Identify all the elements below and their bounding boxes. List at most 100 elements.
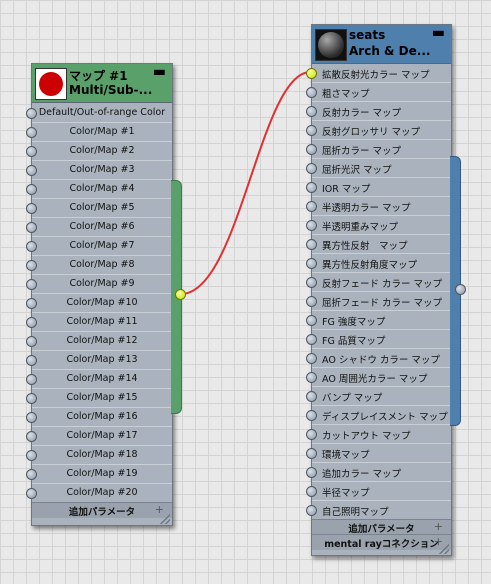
input-slot-row[interactable]: Default/Out-of-range Color <box>26 104 172 123</box>
node-header[interactable]: マップ #1 Multi/Sub-... ▬ <box>32 64 172 103</box>
input-slot-row[interactable]: Color/Map #4 <box>26 180 172 199</box>
input-slot-row[interactable]: 反射カラー マップ <box>306 102 451 121</box>
input-socket[interactable] <box>306 372 317 383</box>
input-slot-row[interactable]: Color/Map #7 <box>26 237 172 256</box>
resize-handle-icon[interactable] <box>160 514 170 524</box>
input-slot-row[interactable]: IOR マップ <box>306 178 451 197</box>
input-slot-row[interactable]: 反射グロッサリ マップ <box>306 121 451 140</box>
input-slot-row[interactable]: Color/Map #20 <box>26 484 172 503</box>
input-socket[interactable] <box>306 87 317 98</box>
input-slot-row[interactable]: AO シャドウ カラー マップ <box>306 349 451 368</box>
input-socket[interactable] <box>26 184 37 195</box>
arch-design-material-node[interactable]: seats Arch & De... ▬ 拡散反射光カラー マップ粗さマップ反射… <box>306 24 452 556</box>
input-socket[interactable] <box>306 448 317 459</box>
input-socket[interactable] <box>306 220 317 231</box>
input-socket[interactable] <box>26 298 37 309</box>
input-slot-row[interactable]: 半径マップ <box>306 482 451 501</box>
input-slot-row[interactable]: Color/Map #1 <box>26 123 172 142</box>
input-slot-row[interactable]: Color/Map #6 <box>26 218 172 237</box>
expand-icon[interactable]: + <box>433 520 443 533</box>
input-socket[interactable] <box>26 393 37 404</box>
input-slot-row[interactable]: Color/Map #15 <box>26 389 172 408</box>
input-socket[interactable] <box>306 467 317 478</box>
input-socket[interactable] <box>26 127 37 138</box>
input-socket[interactable] <box>306 486 317 497</box>
input-slot-row[interactable]: Color/Map #2 <box>26 142 172 161</box>
input-socket[interactable] <box>26 488 37 499</box>
input-socket[interactable] <box>306 505 317 516</box>
input-socket[interactable] <box>306 410 317 421</box>
input-slot-row[interactable]: AO 周囲光カラー マップ <box>306 368 451 387</box>
input-slot-row[interactable]: 異方性反射 マップ <box>306 235 451 254</box>
input-socket[interactable] <box>26 165 37 176</box>
input-slot-row[interactable]: 環境マップ <box>306 444 451 463</box>
input-socket[interactable] <box>26 450 37 461</box>
input-socket[interactable] <box>26 431 37 442</box>
input-slot-row[interactable]: Color/Map #14 <box>26 370 172 389</box>
input-socket[interactable] <box>306 334 317 345</box>
minimize-icon[interactable]: ▬ <box>152 64 166 80</box>
input-socket[interactable] <box>26 317 37 328</box>
input-slot-row[interactable]: 半透明重みマップ <box>306 216 451 235</box>
input-slot-row[interactable]: Color/Map #10 <box>26 294 172 313</box>
input-slot-row[interactable]: 異方性反射角度マップ <box>306 254 451 273</box>
input-slot-row[interactable]: Color/Map #12 <box>26 332 172 351</box>
input-socket[interactable] <box>26 412 37 423</box>
input-socket[interactable] <box>26 222 37 233</box>
minimize-icon[interactable]: ▬ <box>431 25 445 41</box>
input-socket[interactable] <box>306 201 317 212</box>
input-socket[interactable] <box>306 296 317 307</box>
input-slot-row[interactable]: Color/Map #18 <box>26 446 172 465</box>
input-slot-row[interactable]: Color/Map #16 <box>26 408 172 427</box>
input-slot-row[interactable]: Color/Map #11 <box>26 313 172 332</box>
input-slot-row[interactable]: 追加カラー マップ <box>306 463 451 482</box>
input-socket[interactable] <box>26 108 37 119</box>
input-slot-row[interactable]: 屈折カラー マップ <box>306 140 451 159</box>
input-slot-row[interactable]: 拡散反射光カラー マップ <box>306 64 451 83</box>
input-socket[interactable] <box>26 374 37 385</box>
input-socket[interactable] <box>306 391 317 402</box>
input-socket[interactable] <box>26 279 37 290</box>
multi-sub-map-node[interactable]: マップ #1 Multi/Sub-... ▬ Default/Out-of-ra… <box>26 63 173 526</box>
input-slot-row[interactable]: Color/Map #3 <box>26 161 172 180</box>
input-slot-row[interactable]: Color/Map #8 <box>26 256 172 275</box>
input-socket[interactable] <box>26 469 37 480</box>
input-slot-row[interactable]: ディスプレイスメント マップ <box>306 406 451 425</box>
input-slot-row[interactable]: Color/Map #9 <box>26 275 172 294</box>
extra-params-rollout[interactable]: 追加パラメータ + <box>312 519 451 535</box>
input-socket[interactable] <box>306 353 317 364</box>
input-socket[interactable] <box>26 203 37 214</box>
input-slot-row[interactable]: 粗さマップ <box>306 83 451 102</box>
input-socket[interactable] <box>306 182 317 193</box>
input-socket[interactable] <box>26 336 37 347</box>
input-slot-row[interactable]: 半透明カラー マップ <box>306 197 451 216</box>
input-socket[interactable] <box>306 106 317 117</box>
input-slot-row[interactable]: 屈折フェード カラー マップ <box>306 292 451 311</box>
input-slot-row[interactable]: 屈折光沢 マップ <box>306 159 451 178</box>
output-socket[interactable] <box>455 284 466 295</box>
input-socket[interactable] <box>306 125 317 136</box>
input-socket[interactable] <box>26 355 37 366</box>
input-socket[interactable] <box>306 429 317 440</box>
input-socket[interactable] <box>306 258 317 269</box>
input-slot-row[interactable]: 反射フェード カラー マップ <box>306 273 451 292</box>
input-socket[interactable] <box>306 163 317 174</box>
input-socket[interactable] <box>26 146 37 157</box>
input-slot-row[interactable]: バンプ マップ <box>306 387 451 406</box>
input-slot-row[interactable]: FG 強度マップ <box>306 311 451 330</box>
input-socket[interactable] <box>306 315 317 326</box>
resize-handle-icon[interactable] <box>439 544 449 554</box>
input-slot-row[interactable]: 自己照明マップ <box>306 501 451 520</box>
input-slot-row[interactable]: FG 品質マップ <box>306 330 451 349</box>
expand-icon[interactable]: + <box>154 503 164 516</box>
node-header[interactable]: seats Arch & De... ▬ <box>312 25 451 64</box>
input-slot-row[interactable]: カットアウト マップ <box>306 425 451 444</box>
input-slot-row[interactable]: Color/Map #17 <box>26 427 172 446</box>
input-slot-row[interactable]: Color/Map #19 <box>26 465 172 484</box>
input-socket[interactable] <box>26 260 37 271</box>
input-socket[interactable] <box>26 241 37 252</box>
input-slot-row[interactable]: Color/Map #5 <box>26 199 172 218</box>
input-socket[interactable] <box>306 68 317 79</box>
input-socket[interactable] <box>306 277 317 288</box>
expand-icon[interactable]: + <box>433 535 443 548</box>
